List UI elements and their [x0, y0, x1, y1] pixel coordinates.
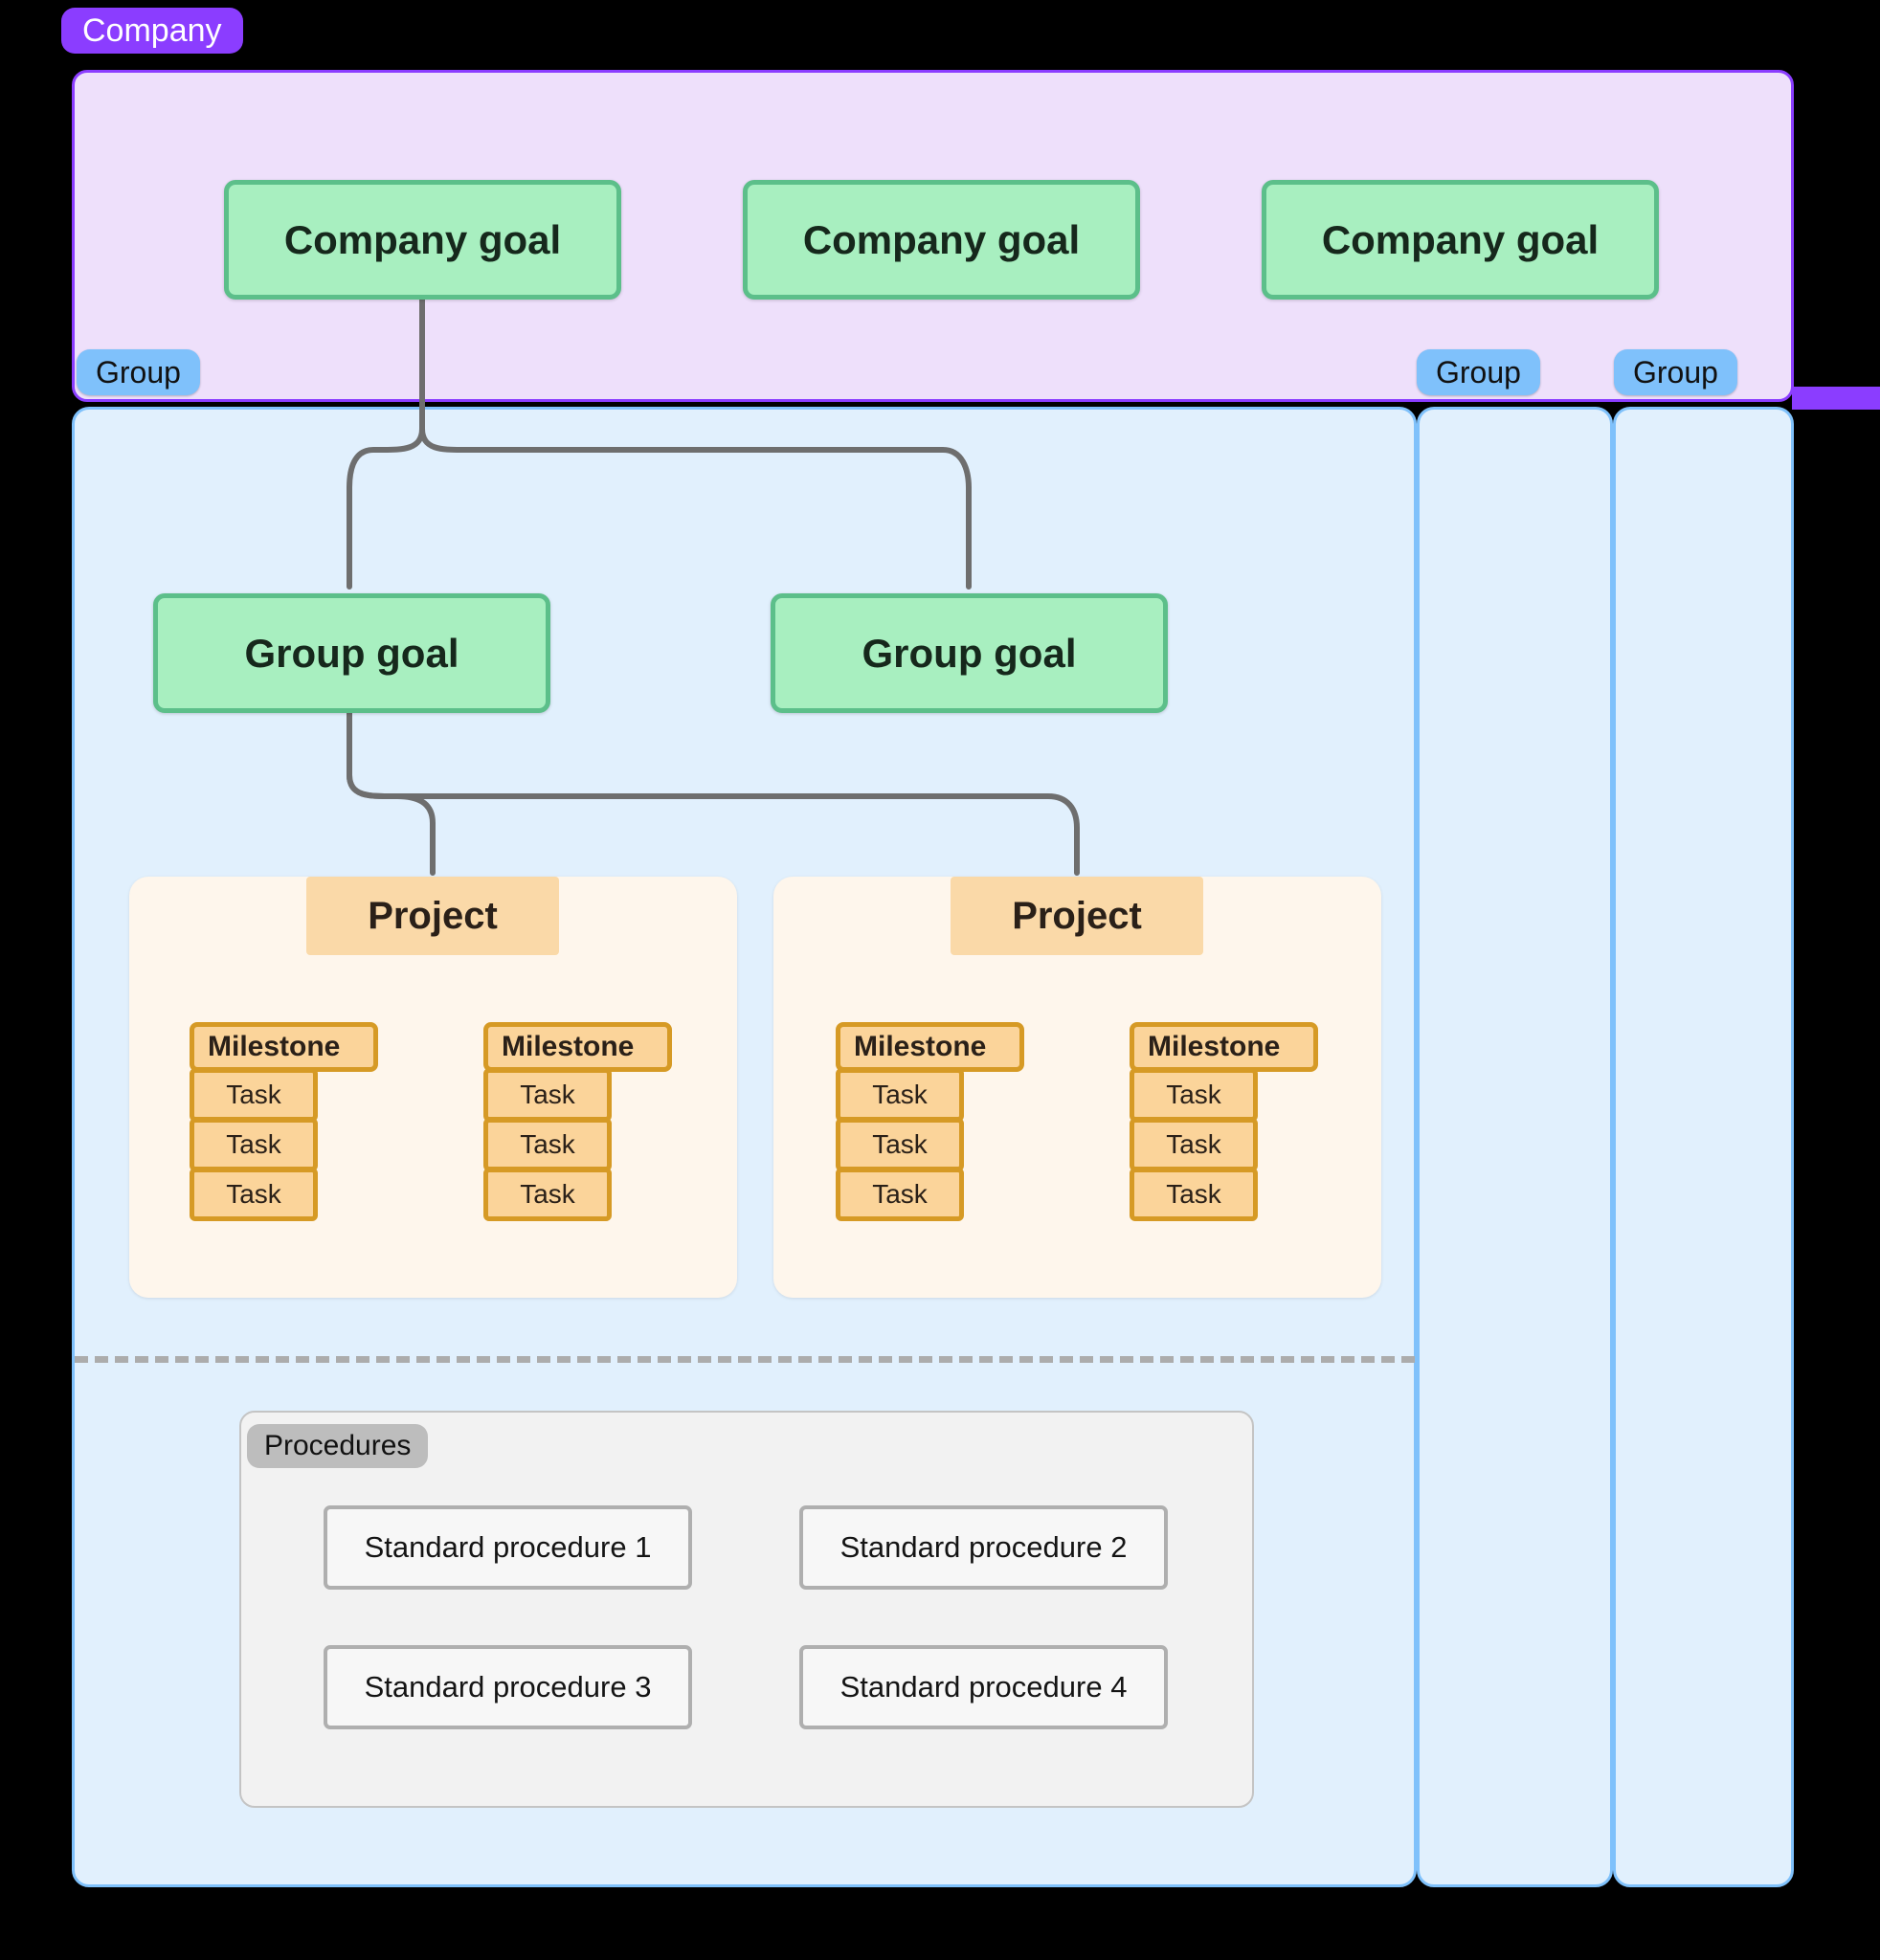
milestone-label: Milestone — [502, 1031, 635, 1062]
task-label: Task — [1166, 1129, 1221, 1159]
company-edge-stub — [1792, 387, 1880, 410]
project-1-milestone-1: Milestone Task Task Task — [190, 1022, 378, 1221]
task-item[interactable]: Task — [836, 1118, 964, 1171]
company-goal-1-label: Company goal — [283, 216, 562, 262]
group-badge-1-label: Group — [96, 354, 181, 390]
task-item[interactable]: Task — [836, 1068, 964, 1122]
group-badge-3[interactable]: Group — [1614, 349, 1737, 395]
milestone-header[interactable]: Milestone — [836, 1022, 1024, 1072]
task-label: Task — [1166, 1080, 1221, 1109]
company-goal-1[interactable]: Company goal — [224, 180, 621, 300]
procedure-item-1-label: Standard procedure 1 — [364, 1530, 652, 1564]
milestone-header[interactable]: Milestone — [190, 1022, 378, 1072]
group-container-3 — [1613, 407, 1794, 1887]
procedure-item-2[interactable]: Standard procedure 2 — [799, 1505, 1168, 1590]
company-badge[interactable]: Company — [61, 8, 243, 54]
task-item[interactable]: Task — [190, 1168, 318, 1221]
milestone-label: Milestone — [854, 1031, 987, 1062]
task-item[interactable]: Task — [836, 1168, 964, 1221]
task-label: Task — [520, 1179, 575, 1209]
task-label: Task — [226, 1080, 281, 1109]
task-label: Task — [872, 1179, 928, 1209]
milestone-header[interactable]: Milestone — [1130, 1022, 1318, 1072]
procedure-item-1[interactable]: Standard procedure 1 — [324, 1505, 692, 1590]
group-goal-1[interactable]: Group goal — [153, 593, 550, 713]
project-2-milestone-2: Milestone Task Task Task — [1130, 1022, 1318, 1221]
task-item[interactable]: Task — [483, 1118, 612, 1171]
task-item[interactable]: Task — [1130, 1118, 1258, 1171]
task-item[interactable]: Task — [483, 1168, 612, 1221]
procedure-item-4[interactable]: Standard procedure 4 — [799, 1645, 1168, 1729]
group-badge-1[interactable]: Group — [77, 349, 200, 395]
company-goal-3-label: Company goal — [1321, 216, 1600, 262]
company-goal-2[interactable]: Company goal — [743, 180, 1140, 300]
group-badge-2-label: Group — [1436, 354, 1521, 390]
group-goal-2[interactable]: Group goal — [771, 593, 1168, 713]
procedures-badge[interactable]: Procedures — [247, 1424, 429, 1468]
task-item[interactable]: Task — [1130, 1068, 1258, 1122]
task-item[interactable]: Task — [483, 1068, 612, 1122]
procedure-item-2-label: Standard procedure 2 — [839, 1530, 1128, 1564]
milestone-label: Milestone — [1148, 1031, 1281, 1062]
project-1-header[interactable]: Project — [306, 877, 559, 955]
task-label: Task — [226, 1129, 281, 1159]
project-2-milestone-1: Milestone Task Task Task — [836, 1022, 1024, 1221]
procedure-item-4-label: Standard procedure 4 — [839, 1670, 1128, 1704]
task-item[interactable]: Task — [190, 1118, 318, 1171]
group-badge-3-label: Group — [1633, 354, 1718, 390]
task-label: Task — [520, 1080, 575, 1109]
group-container-2 — [1417, 407, 1613, 1887]
milestone-label: Milestone — [208, 1031, 341, 1062]
task-label: Task — [872, 1080, 928, 1109]
project-2-header-label: Project — [1012, 894, 1142, 937]
milestone-header[interactable]: Milestone — [483, 1022, 672, 1072]
procedures-card — [239, 1411, 1254, 1808]
task-item[interactable]: Task — [1130, 1168, 1258, 1221]
section-divider — [75, 1356, 1415, 1363]
procedure-item-3-label: Standard procedure 3 — [364, 1670, 652, 1704]
project-1-milestone-2: Milestone Task Task Task — [483, 1022, 672, 1221]
group-goal-1-label: Group goal — [244, 630, 459, 676]
group-badge-2[interactable]: Group — [1417, 349, 1540, 395]
procedures-badge-label: Procedures — [264, 1430, 412, 1461]
project-2-header[interactable]: Project — [951, 877, 1203, 955]
company-goal-2-label: Company goal — [802, 216, 1081, 262]
company-badge-label: Company — [82, 11, 222, 49]
task-label: Task — [226, 1179, 281, 1209]
task-item[interactable]: Task — [190, 1068, 318, 1122]
project-1-header-label: Project — [368, 894, 498, 937]
task-label: Task — [1166, 1179, 1221, 1209]
group-goal-2-label: Group goal — [862, 630, 1077, 676]
task-label: Task — [520, 1129, 575, 1159]
company-goal-3[interactable]: Company goal — [1262, 180, 1659, 300]
procedure-item-3[interactable]: Standard procedure 3 — [324, 1645, 692, 1729]
task-label: Task — [872, 1129, 928, 1159]
